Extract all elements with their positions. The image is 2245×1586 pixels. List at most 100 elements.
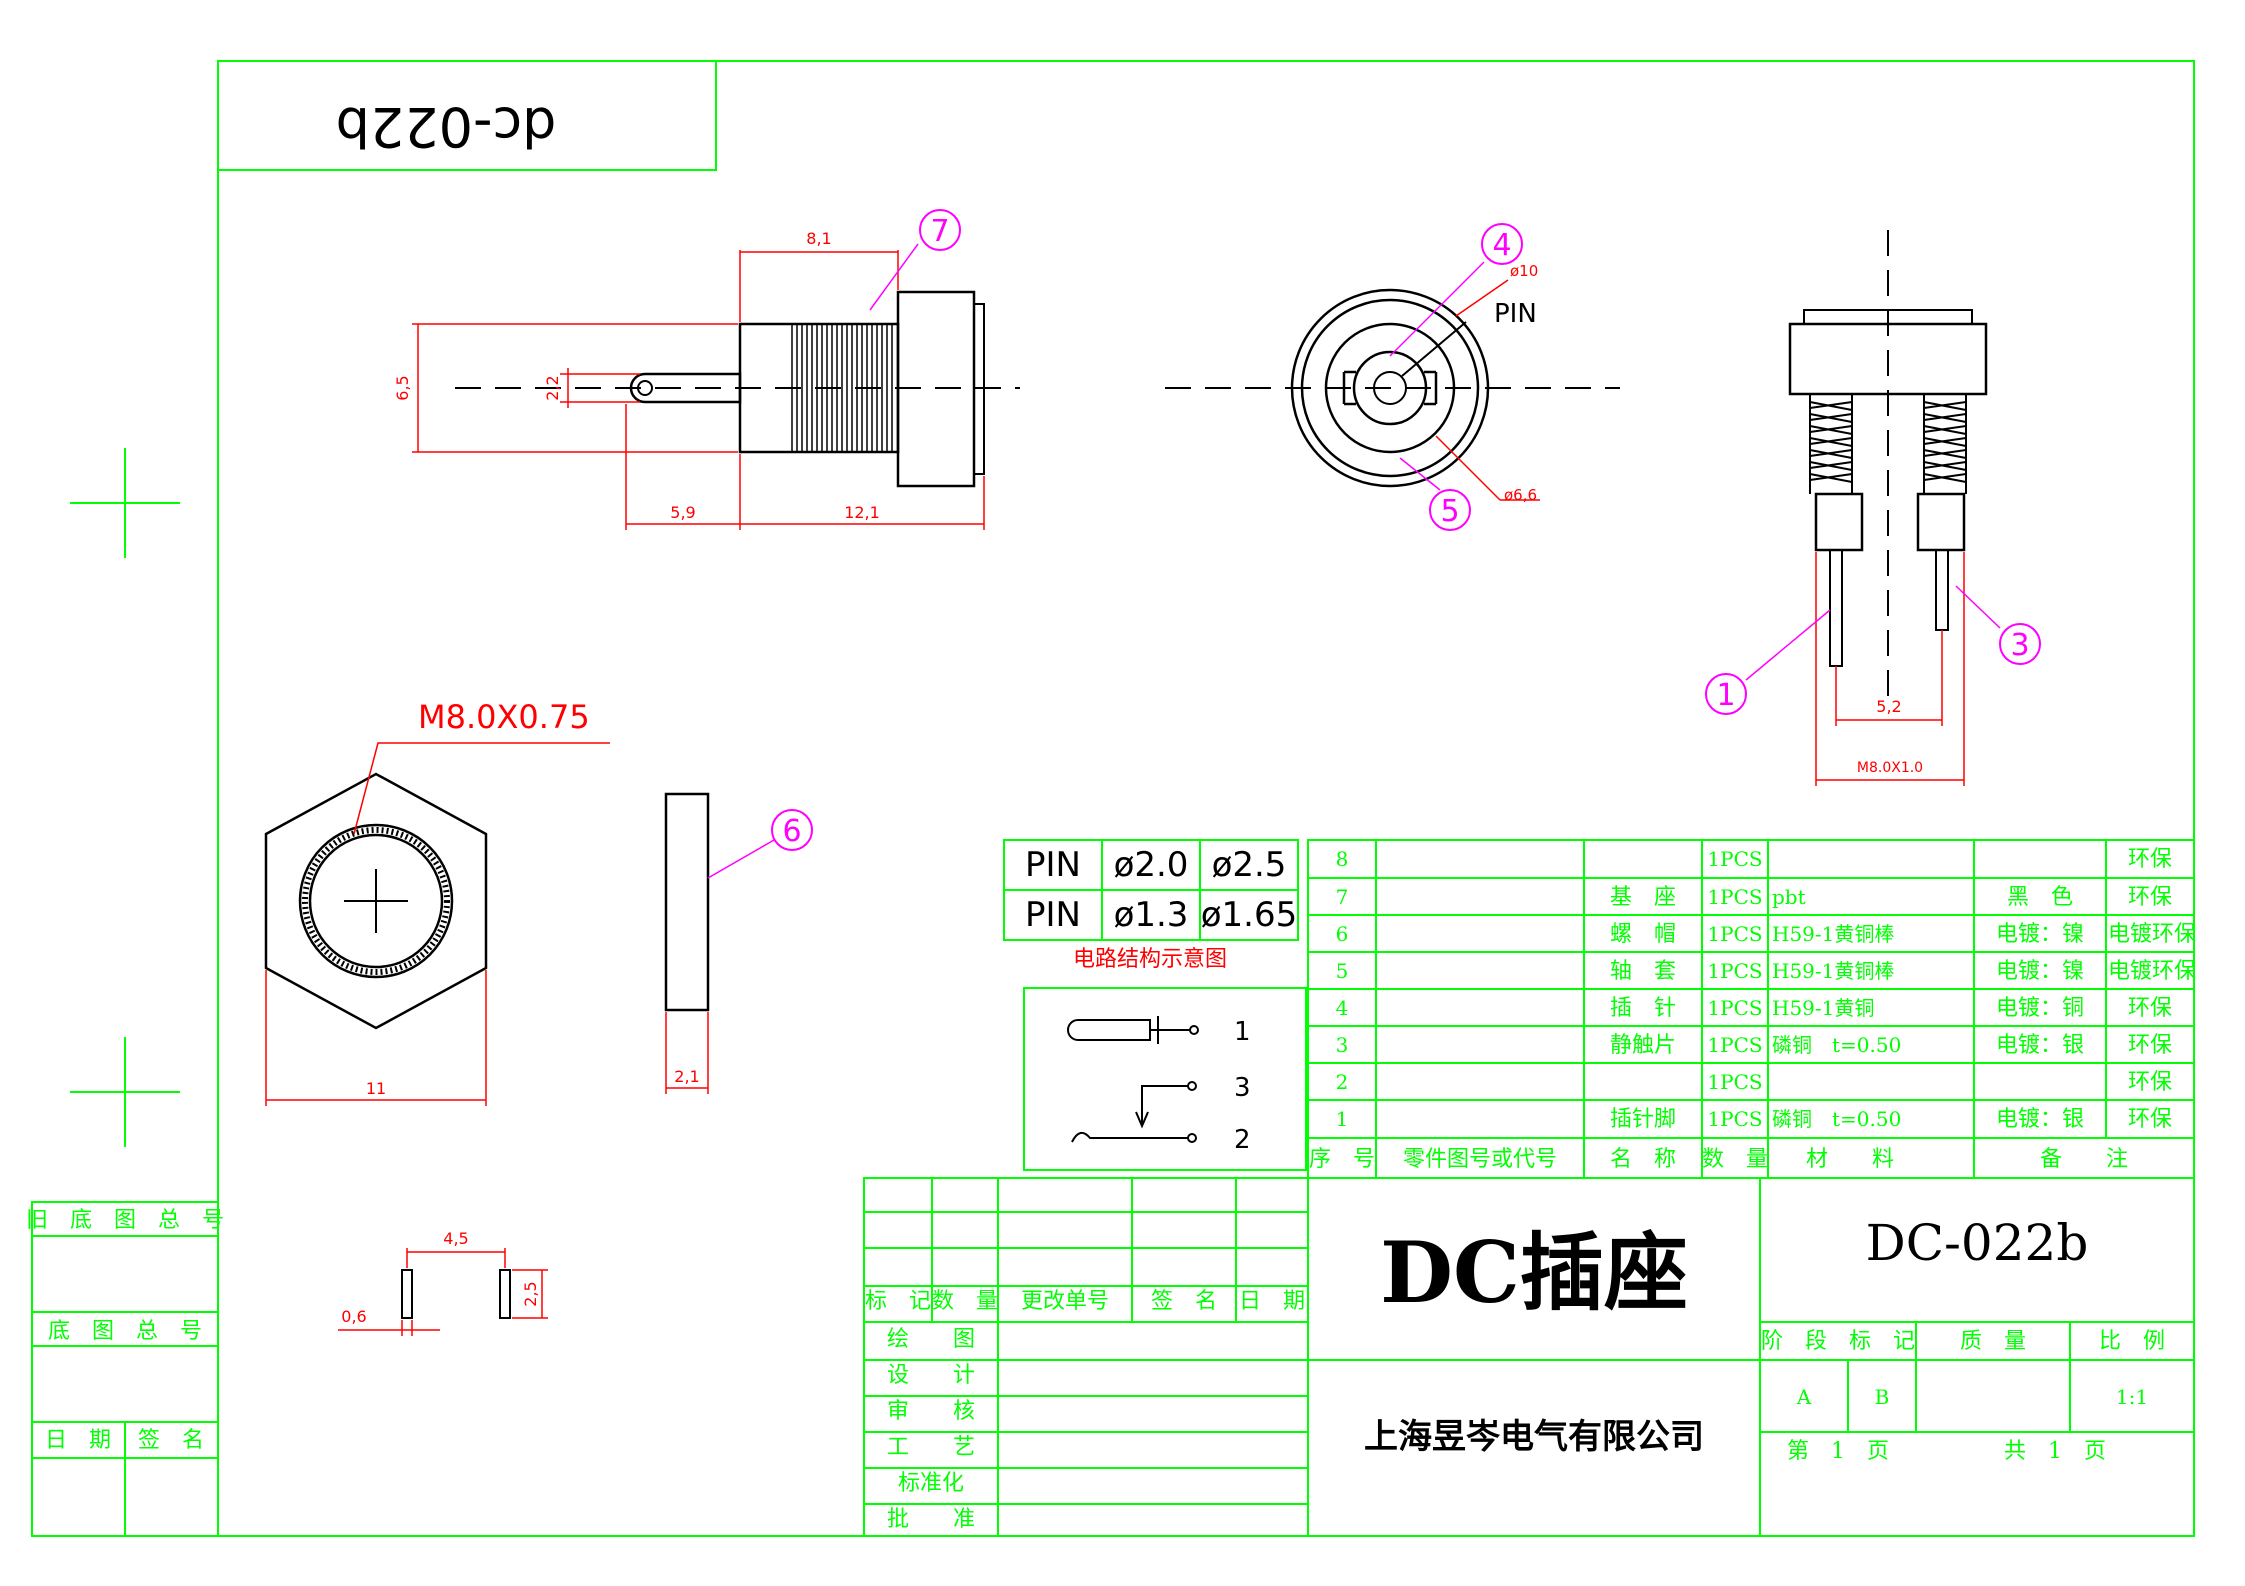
scale-value: 1:1 xyxy=(2116,1385,2148,1409)
dim-5-2: 5,2 xyxy=(1876,697,1901,716)
svg-text:螺 帽: 螺 帽 xyxy=(1610,922,1676,947)
old-base-drawing-no: 旧 底 图 总 号 xyxy=(26,1208,224,1233)
circuit-pin-3: 3 xyxy=(1234,1073,1251,1103)
pin-table-r1c3: ø2.5 xyxy=(1212,845,1287,885)
svg-text:1PCS: 1PCS xyxy=(1707,996,1762,1020)
role-process: 工 艺 xyxy=(887,1435,975,1460)
drawing-title: DC插座 xyxy=(1380,1223,1688,1322)
svg-text:1PCS: 1PCS xyxy=(1707,1107,1762,1131)
registration-mark-upper xyxy=(70,448,180,558)
bom-row-7: 7 基 座 1PCS pbt 黑 色 环保 xyxy=(1336,885,2172,910)
side-record-block xyxy=(31,1201,219,1537)
svg-text:3: 3 xyxy=(2010,628,2029,663)
svg-text:插 针: 插 针 xyxy=(1610,996,1676,1021)
bom-grid xyxy=(1307,839,2195,1179)
dim-2-1: 2,1 xyxy=(674,1067,699,1086)
svg-text:2: 2 xyxy=(1336,1070,1349,1094)
svg-text:4: 4 xyxy=(1492,228,1511,263)
svg-text:5: 5 xyxy=(1440,494,1459,529)
stage-a: A xyxy=(1796,1385,1812,1409)
svg-text:1: 1 xyxy=(1336,1107,1349,1131)
svg-text:电镀环保: 电镀环保 xyxy=(2108,922,2196,947)
stage-b: B xyxy=(1875,1385,1890,1409)
nut-view xyxy=(264,742,775,1106)
role-review: 审 核 xyxy=(887,1399,975,1424)
bom-row-8: 8 1PCS 环保 xyxy=(1336,847,2172,872)
drawing-code: DC-022b xyxy=(1866,1214,2089,1272)
svg-text:H59-1黄铜: H59-1黄铜 xyxy=(1772,996,1874,1020)
bom-row-5: 5 轴 套 1PCS H59-1黄铜棒 电镀：镍 电镀环保 xyxy=(1336,959,2196,984)
svg-text:序 号: 序 号 xyxy=(1309,1147,1375,1172)
svg-text:1PCS: 1PCS xyxy=(1707,959,1762,983)
role-standard: 标准化 xyxy=(898,1471,964,1496)
pcb-footprint xyxy=(338,1248,548,1336)
stage-header: 阶 段 标 记 xyxy=(1761,1329,1915,1354)
outer-frame xyxy=(217,60,2195,1537)
bom-row-2: 2 1PCS 环保 xyxy=(1336,1070,2172,1095)
role-approve: 批 准 xyxy=(887,1507,975,1532)
sign-label: 签 名 xyxy=(138,1428,204,1453)
svg-text:环保: 环保 xyxy=(2128,1033,2172,1058)
dim-4-5: 4,5 xyxy=(443,1229,468,1248)
header-box xyxy=(217,60,717,171)
pin-label: PIN xyxy=(1494,299,1537,329)
svg-text:备 注: 备 注 xyxy=(2040,1147,2128,1172)
base-drawing-no: 底 图 总 号 xyxy=(48,1319,202,1344)
pin-table-r1c1: PIN xyxy=(1025,845,1081,885)
svg-text:环保: 环保 xyxy=(2128,847,2172,872)
bom-header-row: 序 号 零件图号或代号 名 称 数 量 材 料 备 注 xyxy=(1309,1147,2128,1172)
balloon-6: 6 xyxy=(771,809,813,851)
svg-text:6: 6 xyxy=(782,814,801,849)
svg-text:H59-1黄铜棒: H59-1黄铜棒 xyxy=(1772,922,1894,946)
dim-phi10: ø10 xyxy=(1510,262,1538,280)
balloon-7: 7 xyxy=(919,209,961,251)
svg-text:环保: 环保 xyxy=(2128,1070,2172,1095)
svg-text:1PCS: 1PCS xyxy=(1707,1033,1762,1057)
svg-text:黑 色: 黑 色 xyxy=(2007,885,2073,910)
pin-table-r2c3: ø1.65 xyxy=(1201,895,1298,935)
svg-text:轴 套: 轴 套 xyxy=(1610,959,1676,984)
svg-text:电镀：铜: 电镀：铜 xyxy=(1996,996,2084,1021)
svg-text:pbt: pbt xyxy=(1772,885,1806,909)
balloon-3: 3 xyxy=(1999,623,2041,665)
dim-0-6: 0,6 xyxy=(341,1307,366,1326)
svg-text:1PCS: 1PCS xyxy=(1707,847,1762,871)
pin-table-r2c1: PIN xyxy=(1025,895,1081,935)
title-block-grid xyxy=(863,1177,2195,1537)
svg-text:电镀：镍: 电镀：镍 xyxy=(1996,959,2084,984)
dim-5-9: 5,9 xyxy=(670,503,695,522)
svg-text:插针脚: 插针脚 xyxy=(1610,1107,1676,1132)
svg-text:7: 7 xyxy=(930,214,949,249)
dim-6-5: 6,5 xyxy=(393,375,412,400)
svg-text:1PCS: 1PCS xyxy=(1707,885,1762,909)
svg-text:1PCS: 1PCS xyxy=(1707,1070,1762,1094)
sheet-total: 共 1 页 xyxy=(2004,1439,2106,1464)
svg-text:电镀环保: 电镀环保 xyxy=(2108,959,2196,984)
svg-text:1PCS: 1PCS xyxy=(1707,922,1762,946)
svg-text:磷铜 t=0.50: 磷铜 t=0.50 xyxy=(1772,1107,1901,1131)
svg-text:6: 6 xyxy=(1336,922,1349,946)
svg-text:电镀：镍: 电镀：镍 xyxy=(1996,922,2084,947)
rev-qty: 数 量 xyxy=(932,1289,998,1314)
circuit-schematic xyxy=(1023,987,1307,1171)
svg-text:环保: 环保 xyxy=(2128,996,2172,1021)
rev-sign: 签 名 xyxy=(1151,1289,1217,1314)
circuit-pin-1: 1 xyxy=(1234,1017,1251,1047)
bom-row-6: 6 螺 帽 1PCS H59-1黄铜棒 电镀：镍 电镀环保 xyxy=(1336,922,2196,947)
sheet-no: 第 1 页 xyxy=(1787,1439,1889,1464)
balloon-4: 4 xyxy=(1481,223,1523,265)
dim-11: 11 xyxy=(366,1079,386,1098)
bom-row-3: 3 静触片 1PCS 磷铜 t=0.50 电镀：银 环保 xyxy=(1336,1033,2172,1058)
svg-text:基 座: 基 座 xyxy=(1610,885,1676,910)
mirrored-code: dc-022b xyxy=(336,95,557,158)
bom-row-4: 4 插 针 1PCS H59-1黄铜 电镀：铜 环保 xyxy=(1336,996,2172,1021)
end-view xyxy=(1165,261,1620,501)
svg-text:电镀：银: 电镀：银 xyxy=(1996,1033,2084,1058)
svg-text:材 料: 材 料 xyxy=(1806,1147,1894,1172)
rev-date: 日 期 xyxy=(1239,1289,1305,1314)
registration-mark-lower xyxy=(70,1037,180,1147)
rev-change-no: 更改单号 xyxy=(1021,1289,1109,1314)
scale-header: 比 例 xyxy=(2099,1329,2165,1354)
dim-phi6-6: ø6,6 xyxy=(1504,486,1537,504)
